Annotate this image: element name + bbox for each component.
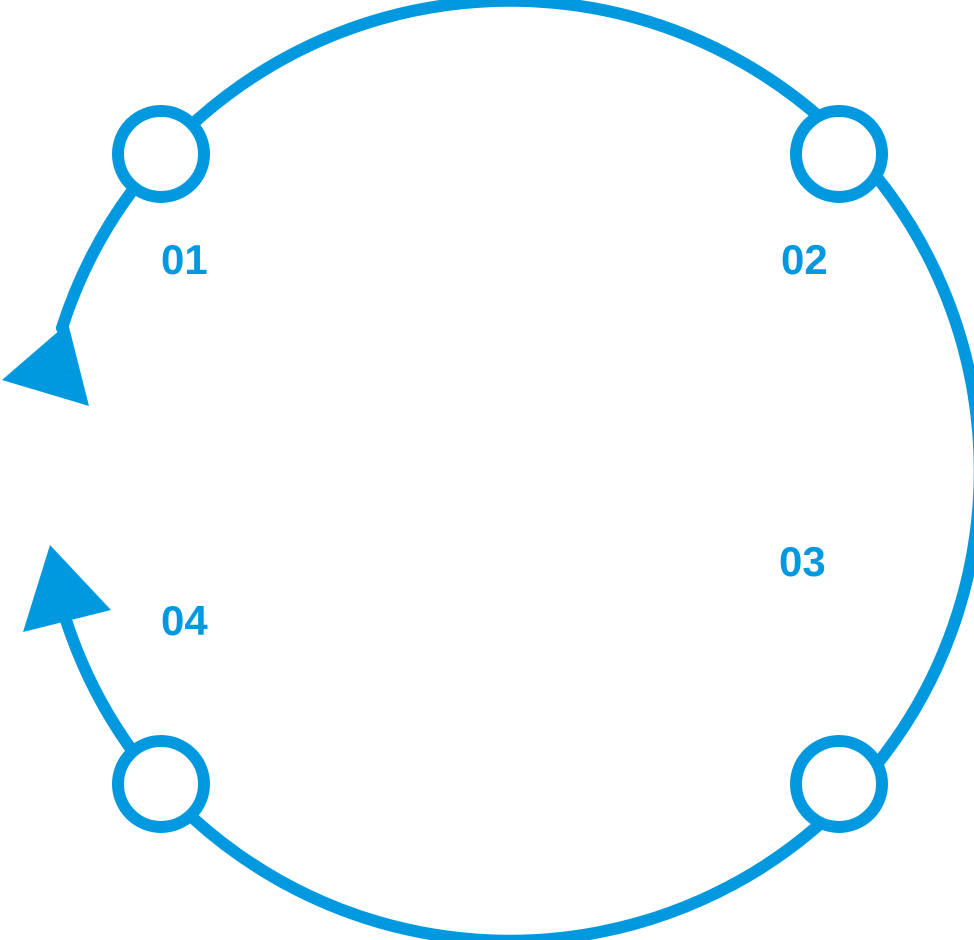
step-label-01: 01 bbox=[161, 236, 208, 283]
arrowhead-lower bbox=[23, 545, 111, 632]
step-node-01 bbox=[112, 105, 210, 203]
step-label-02: 02 bbox=[781, 236, 828, 283]
step-node-04 bbox=[112, 735, 210, 833]
step-node-03 bbox=[790, 735, 888, 833]
arrowhead-upper bbox=[2, 323, 89, 406]
step-node-02 bbox=[790, 105, 888, 203]
step-label-04: 04 bbox=[161, 597, 208, 644]
lower-left-arc bbox=[60, 614, 137, 755]
step-label-03: 03 bbox=[779, 538, 826, 585]
